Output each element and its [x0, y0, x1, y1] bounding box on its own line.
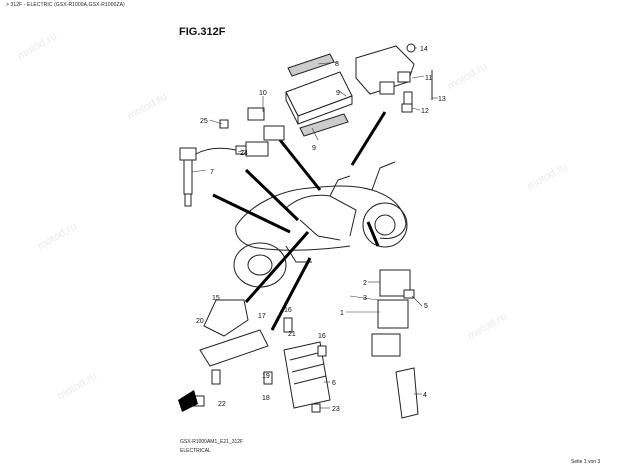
relay-set	[247, 107, 285, 141]
callout-14: 14	[420, 46, 428, 53]
callout-15: 15	[212, 295, 220, 302]
callout-leaders	[191, 47, 438, 409]
rectifier-unit	[263, 341, 331, 413]
front-direction-icon	[178, 390, 198, 412]
callout-20: 20	[196, 318, 204, 325]
callout-19: 19	[262, 373, 270, 380]
breadcrumb-header: > 312F - ELECTRIC (GSX-R1000A,GSX-R1000Z…	[6, 2, 125, 8]
callout-7: 7	[210, 169, 214, 176]
callout-9b: 9	[312, 145, 316, 152]
callout-1: 1	[340, 310, 344, 317]
callout-22: 22	[218, 401, 226, 408]
callout-8: 8	[335, 61, 339, 68]
ignition-coil	[179, 119, 269, 207]
callout-16b: 16	[318, 333, 326, 340]
callout-6: 6	[332, 380, 336, 387]
top-right-cluster	[355, 43, 433, 113]
watermark: motod.ru	[16, 30, 60, 62]
watermark: motod.ru	[446, 60, 490, 92]
callout-2: 2	[363, 280, 367, 287]
callout-10: 10	[259, 90, 267, 97]
watermark: motod.ru	[526, 160, 570, 192]
callout-18: 18	[262, 395, 270, 402]
callout-23: 23	[332, 406, 340, 413]
watermark: motod.ru	[36, 220, 80, 252]
motorcycle-outline	[233, 161, 408, 288]
regulator-group	[371, 269, 419, 419]
leader-arrows	[212, 111, 387, 331]
callout-17: 17	[258, 313, 266, 320]
watermark: motod.ru	[466, 310, 510, 342]
callout-21: 21	[288, 331, 296, 338]
callout-16a: 16	[284, 307, 292, 314]
callout-9a: 9	[336, 90, 340, 97]
watermark: motod.ru	[126, 90, 170, 122]
lower-bracket	[189, 299, 293, 407]
footer-model: GSX-R1000AM1_E21_312F	[180, 439, 244, 445]
callout-4: 4	[423, 392, 427, 399]
callout-25: 25	[200, 118, 208, 125]
callout-13: 13	[438, 96, 446, 103]
callout-11: 11	[425, 75, 432, 82]
figure-label: FIG.312F	[179, 26, 226, 38]
callout-numbers: 1 2 3 4 5 6 7 8 9 9 10 11 12 13 14 15 16…	[196, 46, 446, 413]
callout-24: 24	[240, 150, 248, 157]
footer-group: ELECTRICAL	[180, 448, 211, 454]
page-indicator: Seite 1 von 3	[571, 459, 601, 465]
callout-5: 5	[424, 303, 428, 310]
callout-12: 12	[421, 108, 429, 115]
callout-3: 3	[363, 295, 367, 302]
watermark: motod.ru	[56, 370, 100, 402]
ecm-unit	[285, 53, 353, 137]
